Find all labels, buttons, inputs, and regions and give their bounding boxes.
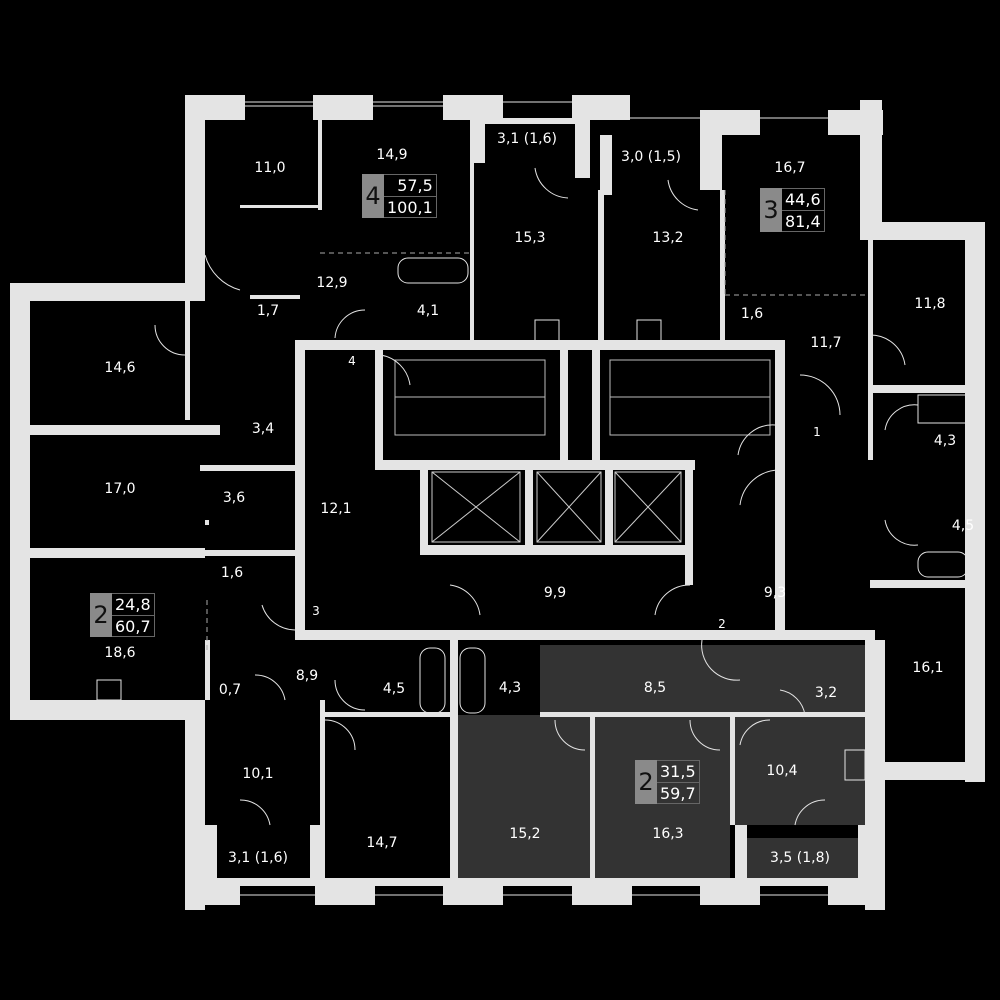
- loggia-area: 3,1 (1,6): [497, 131, 557, 147]
- room-area: 12,9: [316, 275, 348, 291]
- living-area: 44,6: [782, 189, 824, 211]
- room-area: 3,2: [814, 685, 838, 701]
- room-area: 3,4: [251, 421, 275, 437]
- total-area: 81,4: [785, 212, 821, 231]
- room-area: 1,6: [740, 306, 764, 322]
- room-area: 14,7: [366, 835, 398, 851]
- room-area: 1,6: [220, 565, 244, 581]
- loggia-area: 3,0 (1,5): [621, 149, 681, 165]
- corridor-number: 1: [813, 425, 821, 439]
- total-area: 100,1: [387, 198, 433, 217]
- room-count: 2: [90, 593, 112, 637]
- room-area: 3,6: [222, 490, 246, 506]
- room-area: 15,2: [509, 826, 541, 842]
- loggia-area: 3,1 (1,6): [228, 850, 288, 866]
- room-area: 10,1: [242, 766, 274, 782]
- room-area: 9,3: [763, 585, 787, 601]
- room-area: 11,8: [914, 296, 946, 312]
- room-area: 4,5: [382, 681, 406, 697]
- room-area: 14,6: [104, 360, 136, 376]
- living-area: 31,5: [657, 761, 699, 783]
- room-count: 4: [362, 174, 384, 218]
- corridor-number: 3: [312, 604, 320, 618]
- room-area: 4,1: [416, 303, 440, 319]
- room-area: 0,7: [218, 682, 242, 698]
- room-area: 9,9: [543, 585, 567, 601]
- room-area: 17,0: [104, 481, 136, 497]
- room-area: 4,3: [498, 680, 522, 696]
- room-area: 8,9: [295, 668, 319, 684]
- room-area: 13,2: [652, 230, 684, 246]
- living-area: 57,5: [384, 175, 436, 197]
- corridor-number: 2: [718, 617, 726, 631]
- room-area: 16,1: [912, 660, 944, 676]
- room-area: 18,6: [104, 645, 136, 661]
- room-area: 15,3: [514, 230, 546, 246]
- room-area: 4,5: [951, 518, 975, 534]
- total-area: 60,7: [115, 617, 151, 636]
- corridor-number: 4: [348, 354, 356, 368]
- highlighted-apartment: [458, 645, 865, 880]
- room-count: 3: [760, 188, 782, 232]
- room-area: 16,7: [774, 160, 806, 176]
- room-area: 1,7: [256, 303, 280, 319]
- room-area: 4,3: [933, 433, 957, 449]
- total-area: 59,7: [660, 784, 696, 803]
- room-area: 8,5: [643, 680, 667, 696]
- room-area: 16,3: [652, 826, 684, 842]
- loggia-area: 3,5 (1,8): [770, 850, 830, 866]
- living-area: 24,8: [112, 594, 154, 616]
- room-area: 11,0: [254, 160, 286, 176]
- room-area: 12,1: [320, 501, 352, 517]
- room-area: 10,4: [766, 763, 798, 779]
- room-count: 2: [635, 760, 657, 804]
- room-area: 11,7: [810, 335, 842, 351]
- room-area: 14,9: [376, 147, 408, 163]
